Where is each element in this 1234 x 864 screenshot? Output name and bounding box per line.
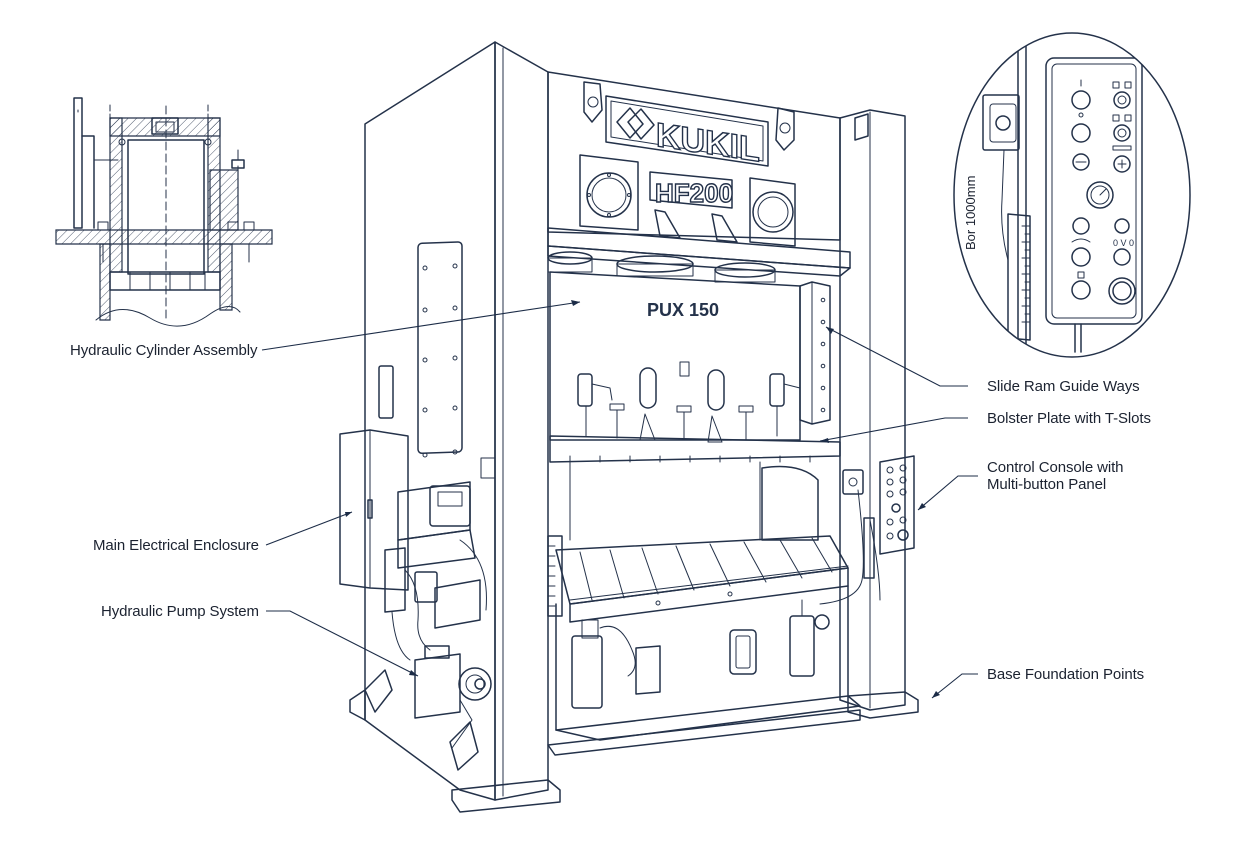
pressure-gauge-icon (1086, 181, 1114, 209)
slide-ram-guide-way (799, 281, 831, 425)
slide-t-bolts (609, 403, 754, 443)
press-frame: KUKIL HF200 PUX 150 (349, 41, 919, 813)
slide-cylinder-heads (547, 251, 776, 283)
hydraulic-cylinder-section (55, 97, 273, 327)
control-console (879, 455, 915, 555)
hydraulic-pump-system (384, 481, 492, 749)
bolster-table (555, 535, 849, 623)
slide-plate-label: PUX 150 (647, 300, 719, 320)
callout-slide-ram-guide-ways: Slide Ram Guide Ways (987, 378, 1140, 395)
bolster-pins (569, 455, 811, 463)
base-actuators (571, 599, 830, 709)
panel-screws (422, 263, 458, 458)
callout-hydraulic-pump-system: Hydraulic Pump System (101, 603, 259, 620)
scale-ticks (547, 545, 556, 607)
brand-plate: KUKIL (605, 95, 769, 170)
callout-main-electrical-enclosure: Main Electrical Enclosure (93, 537, 259, 554)
brand-label: KUKIL (656, 116, 760, 169)
leader-lines (261, 300, 978, 699)
emergency-stop-button-icon (1108, 277, 1136, 305)
callout-bolster-plate: Bolster Plate with T-Slots (987, 410, 1151, 427)
model-plate-label: HF200 (655, 178, 733, 208)
callout-base-foundation-points: Base Foundation Points (987, 666, 1145, 683)
kukil-diamond-logo-icon (616, 107, 655, 140)
detail-scale-ticks (1021, 225, 1031, 323)
scale-label: Bor 1000mm (963, 176, 978, 250)
console-buttons (886, 464, 909, 541)
callout-control-console-line1: Control Console with (987, 459, 1124, 476)
slide-actuators (577, 373, 801, 437)
svg-text:0 V 0: 0 V 0 (1113, 238, 1134, 248)
callout-hydraulic-cylinder-assembly: Hydraulic Cylinder Assembly (70, 342, 258, 359)
control-panel-detail: 0 V 0 Bor 1000mm (953, 32, 1191, 358)
callout-control-console-line2: Multi-button Panel (987, 476, 1107, 493)
main-electrical-enclosure (339, 429, 409, 591)
